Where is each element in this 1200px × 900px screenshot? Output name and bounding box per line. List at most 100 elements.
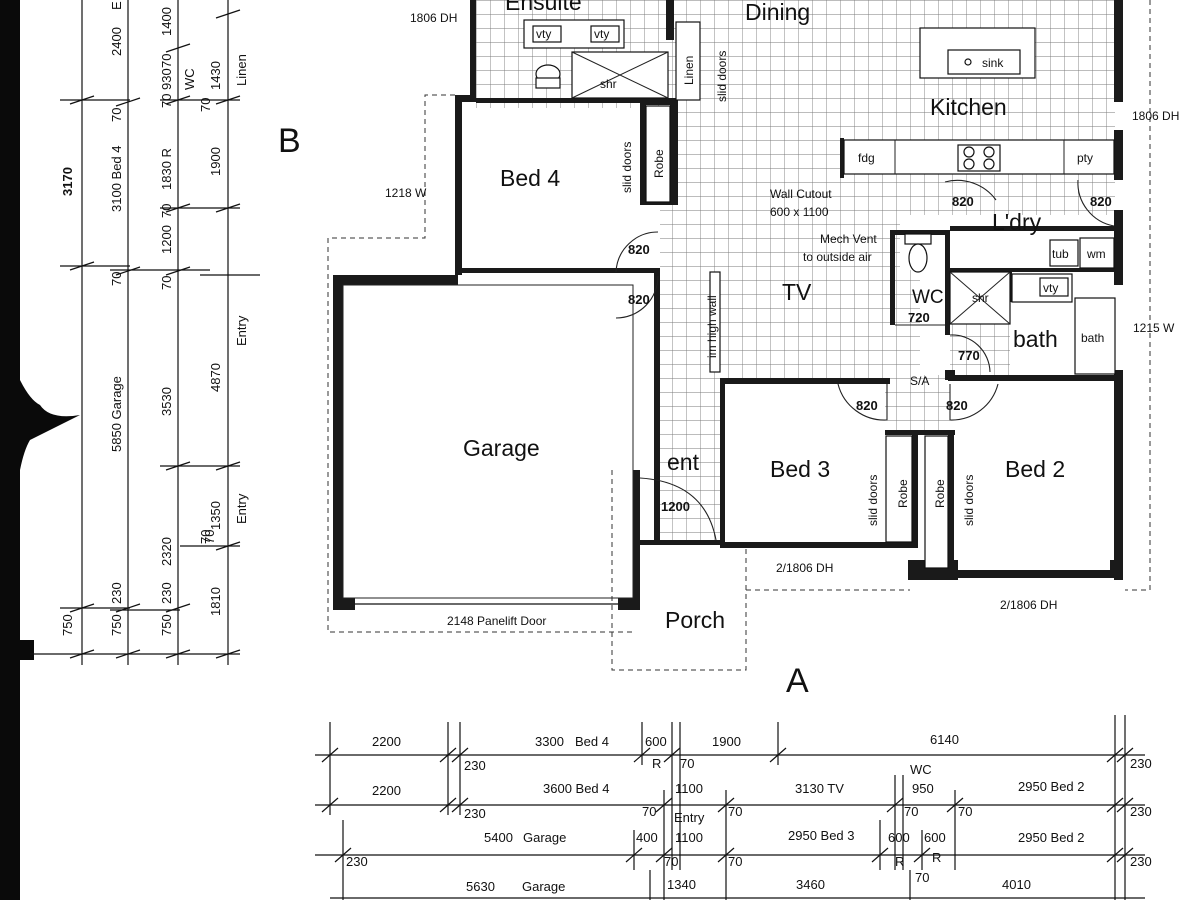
dim-label: 2950 Bed 2: [1018, 830, 1085, 845]
dim-label: 750: [159, 614, 174, 636]
dim-label: 2200: [372, 734, 401, 749]
dim-label: 70: [109, 272, 124, 286]
dim-label: 230: [346, 854, 368, 869]
dim-label: 600: [888, 830, 910, 845]
dim-label: R: [932, 850, 941, 865]
room-dining: Dining: [745, 0, 810, 25]
dim-label: 230: [109, 582, 124, 604]
dim-label: E: [109, 1, 124, 10]
dim-label: Entry: [234, 315, 249, 346]
dim-label: 950: [912, 781, 934, 796]
dim-label: 1810: [208, 587, 223, 616]
room-porch: Porch: [665, 607, 725, 633]
door-swings: [615, 179, 1115, 541]
eave-outline: [327, 0, 1151, 671]
dim-label: 1900: [712, 734, 741, 749]
room-bed2: Bed 2: [1005, 456, 1065, 482]
dim-label: 1900: [208, 147, 223, 176]
dim-label: WC: [910, 762, 932, 777]
dim-label: 70: [198, 98, 213, 112]
dim-label: 1830 R: [159, 148, 174, 190]
dim-label: 70: [159, 94, 174, 108]
room-bed3: Bed 3: [770, 456, 830, 482]
bottom-dimension-chains: [315, 715, 1145, 900]
dim-label: 3130 TV: [795, 781, 844, 796]
dim-label: 70: [728, 854, 742, 869]
dim-label: Entry: [674, 810, 705, 825]
window-label: 1218 W: [385, 186, 427, 200]
dim-label: 70: [958, 804, 972, 819]
slid-doors-label: slid doors: [620, 142, 634, 193]
dim-label: 70: [159, 204, 174, 218]
dim-label: 230: [1130, 756, 1152, 771]
dim-label: 230: [1130, 804, 1152, 819]
dim-label: 1200: [159, 225, 174, 254]
left-dimension-labels: 2400 E 3170 3100 Bed 4 5850 Garage 750 7…: [60, 1, 249, 636]
dim-label: 3600 Bed 4: [543, 781, 610, 796]
washing-machine-label: wm: [1086, 247, 1106, 261]
panelift-door-note: 2148 Panelift Door: [447, 614, 546, 628]
dim-label: 600: [924, 830, 946, 845]
dim-label: 930: [159, 68, 174, 90]
slid-doors-label: slid doors: [866, 475, 880, 526]
window-label: 2/1806 DH: [1000, 598, 1057, 612]
dim-label: 4870: [208, 363, 223, 392]
scan-edge: [0, 0, 80, 900]
dim-label: 2950 Bed 2: [1018, 779, 1085, 794]
dim-label: 70: [680, 756, 694, 771]
room-bath: bath: [1013, 326, 1058, 352]
shower-label: shr: [600, 77, 617, 91]
door-width-label: 820: [946, 398, 968, 413]
robe-label: Robe: [933, 479, 947, 508]
section-marker-a: A: [786, 662, 809, 700]
door-width-label: 820: [628, 242, 650, 257]
room-entry: ent: [667, 449, 700, 475]
wall-cutout-size: 600 x 1100: [770, 205, 829, 219]
dim-label: 70: [904, 804, 918, 819]
door-width-label: 770: [958, 348, 980, 363]
robe-label: Robe: [896, 479, 910, 508]
room-tv: TV: [782, 279, 812, 305]
dim-label: 3100 Bed 4: [109, 145, 124, 212]
dim-label: 3530: [159, 387, 174, 416]
mech-vent-note-2: to outside air: [803, 250, 872, 264]
dim-label: 2950 Bed 3: [788, 828, 855, 843]
dim-label: Garage: [523, 830, 566, 845]
pantry-label: pty: [1077, 151, 1093, 165]
door-width-label: 820: [952, 194, 974, 209]
dim-label: 70: [159, 276, 174, 290]
dim-label: 230: [464, 806, 486, 821]
notes: Wall Cutout 600 x 1100 Mech Vent to outs…: [447, 187, 877, 628]
vanity-label: vty: [594, 27, 609, 41]
dim-label: 70: [159, 54, 174, 68]
dim-label: 5630: [466, 879, 495, 894]
dim-label: WC: [182, 68, 197, 90]
left-dimension-chains: [30, 0, 260, 665]
room-laundry: L'dry: [992, 209, 1042, 235]
dim-label: 1100: [675, 781, 703, 796]
dim-label: 70: [915, 870, 929, 885]
vanity-label: vty: [1043, 281, 1058, 295]
room-garage: Garage: [463, 435, 540, 461]
window-label: 1806 DH: [410, 11, 457, 25]
tub-label: tub: [1052, 247, 1069, 261]
dim-label: 4010: [1002, 877, 1031, 892]
room-labels: Ensuite Dining Kitchen Bed 4 Garage TV L…: [463, 0, 1065, 633]
vanity-label: vty: [536, 27, 551, 41]
dim-label: Bed 4: [575, 734, 609, 749]
dim-label: 70: [728, 804, 742, 819]
dim-label: 230: [159, 582, 174, 604]
dim-label: 2200: [372, 783, 401, 798]
half-wall-label: im high wall: [705, 295, 719, 358]
room-bed4: Bed 4: [500, 165, 560, 191]
bath-tub-label: bath: [1081, 331, 1104, 345]
sink-label: sink: [982, 56, 1004, 70]
shower-label: shr: [972, 291, 989, 305]
dim-label: 70: [664, 854, 678, 869]
wall-cutout-note: Wall Cutout: [770, 187, 832, 201]
mech-vent-note: Mech Vent: [820, 232, 877, 246]
dim-label: R: [652, 756, 661, 771]
dim-label: Garage: [522, 879, 565, 894]
dim-label: 1430: [208, 61, 223, 90]
